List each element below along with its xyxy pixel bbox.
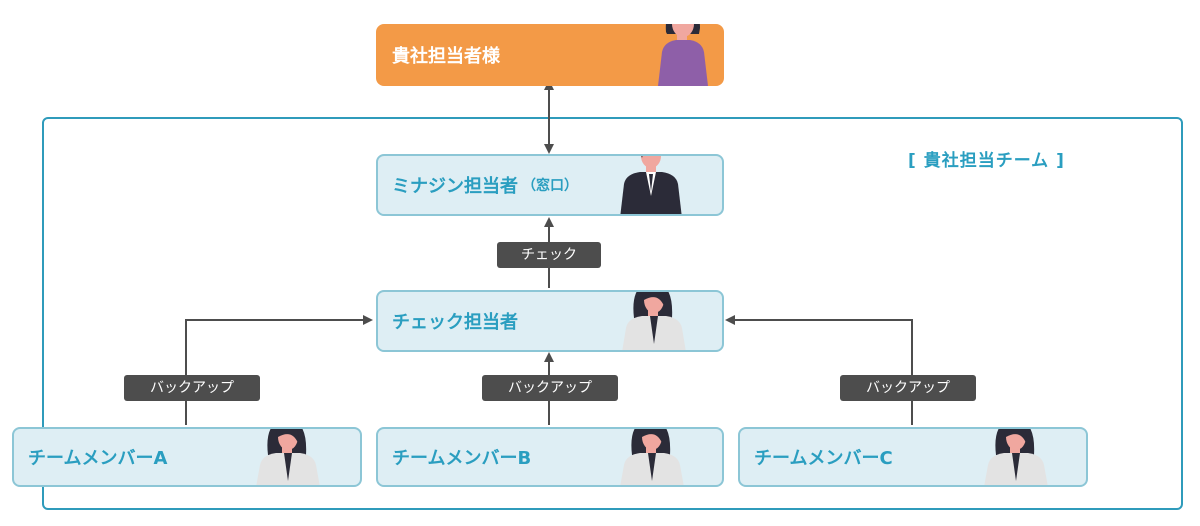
woman-avatar-icon	[984, 429, 1048, 485]
team-label: [ 貴社担当チーム ]	[908, 151, 1065, 171]
check-tag: チェック	[497, 242, 601, 268]
backup-tag-c: バックアップ	[840, 375, 976, 401]
woman-avatar-icon	[622, 292, 686, 350]
liaison-sub: （窓口）	[522, 178, 578, 194]
member-box-a: チームメンバーA	[12, 427, 362, 487]
client-box: 貴社担当者様	[376, 24, 724, 86]
member-box-b: チームメンバーB	[376, 427, 724, 487]
woman-avatar-icon	[256, 429, 320, 485]
checker-label: チェック担当者	[392, 312, 518, 333]
team-frame	[42, 117, 1183, 510]
backup-arrow-a	[185, 315, 373, 425]
woman-avatar-icon	[620, 429, 684, 485]
woman-avatar-icon	[658, 24, 708, 86]
member-label-c: チームメンバーC	[754, 448, 893, 469]
member-box-c: チームメンバーC	[738, 427, 1088, 487]
liaison-label: ミナジン担当者（窓口）	[392, 156, 578, 214]
member-label-a: チームメンバーA	[28, 448, 168, 469]
backup-tag-a: バックアップ	[124, 375, 260, 401]
backup-arrow-c	[725, 315, 913, 425]
backup-tag-b: バックアップ	[482, 375, 618, 401]
liaison-name: ミナジン担当者	[392, 176, 518, 197]
man-avatar-icon	[620, 156, 682, 214]
member-label-b: チームメンバーB	[392, 448, 532, 469]
client-label: 貴社担当者様	[392, 46, 500, 67]
liaison-box: ミナジン担当者（窓口）	[376, 154, 724, 216]
checker-box: チェック担当者	[376, 290, 724, 352]
